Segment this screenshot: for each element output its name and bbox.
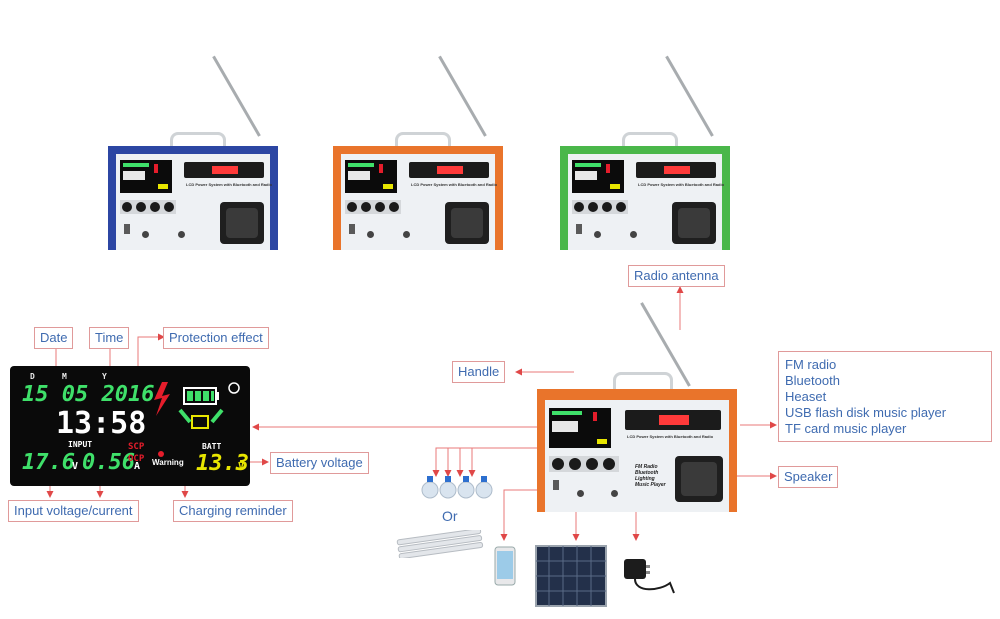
charge-battery-icon [191,415,209,429]
product-unit-blue: LCD Power System with Bluetooth and Radi… [108,132,278,250]
bulbs-icon [421,476,493,499]
phone-icon [494,546,516,586]
warning-dot [158,451,164,457]
input-label: INPUT [68,440,93,449]
date-callout: Date [34,327,74,349]
arrow-right-icon [210,408,224,424]
warning-label: Warning [152,458,184,467]
feature-line: FM Radio [635,464,658,470]
lcd-time: 13:58 [56,406,147,441]
input-voltage-current-callout: Input voltage/current [8,500,139,522]
speaker-icon [672,202,716,244]
voltage-unit: V [72,461,79,472]
feature-line: Music Player [635,482,666,488]
input-current-value: 0.56 [82,450,135,475]
time-callout: Time [89,327,130,349]
speaker-icon [220,202,264,244]
unit-caption: LCD Power System with Bluetooth and Radi… [627,434,714,439]
input-voltage-value: 17.6 [22,450,75,475]
feature-headset: Heaset [785,389,827,404]
feature-usb-player: USB flash disk music player [785,405,947,420]
bulb-icon [228,382,240,394]
solar-panel-icon [535,545,607,607]
speaker-icon [445,202,489,244]
year-marker: Y [102,372,107,381]
speaker-icon [675,456,723,502]
protection-callout: Protection effect [163,327,269,349]
radio-antenna-callout: Radio antenna [628,265,725,287]
product-unit-orange: LCD Power System with Bluetooth and Radi… [333,132,503,250]
power-adapter-icon [624,559,675,594]
battery-unit: V [238,461,245,472]
month-marker: M [62,372,67,381]
lightning-icon [154,382,170,416]
current-unit: A [134,461,141,472]
status-icons [154,382,240,429]
scp-indicator: SCP [128,442,145,452]
day-marker: D [30,372,35,381]
speaker-callout: Speaker [778,466,839,488]
feature-tf-player: TF card music player [785,421,907,436]
arrow-left-icon [178,408,192,424]
handle-callout: Handle [452,361,506,383]
or-label: Or [442,508,458,524]
feature-bluetooth: Bluetooth [785,373,840,388]
product-unit-main: LCD Power System with Bluetooth and Radi… [537,372,737,512]
feature-fm-radio: FM radio [785,357,837,372]
product-unit-green: LCD Power System with Bluetooth and Radi… [560,132,730,250]
feature-line: Bluetooth [635,470,659,476]
lcd-date: 15 05 2016 [22,382,155,407]
charging-reminder-callout: Charging reminder [173,500,293,522]
feature-line: Lighting [635,476,655,482]
battery-voltage-callout: Battery voltage [270,452,369,474]
led-tubes-icon [396,530,484,558]
features-callout: FM radio Bluetooth Heaset USB flash disk… [778,351,992,442]
battery-voltage-value: 13.3 [196,451,249,476]
lcd-display: D M Y 15 05 2016 13:58 INPUT 17.6 V 0.56… [10,366,250,486]
ocp-indicator: OCP [128,454,145,464]
batt-label: BATT [202,442,222,451]
